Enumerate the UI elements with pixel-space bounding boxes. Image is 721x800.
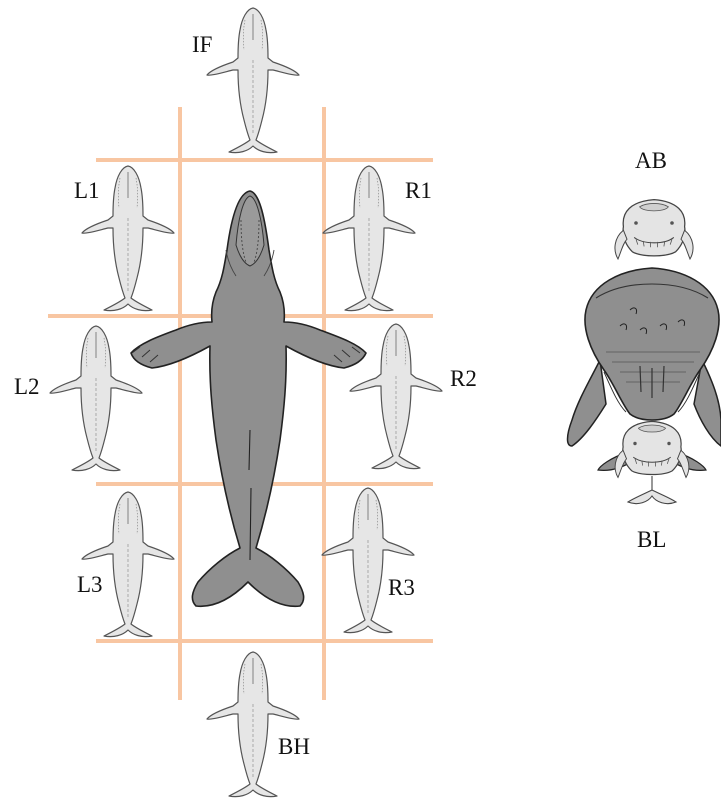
humpback-calf-front-view-icon [614, 420, 690, 505]
label-l3: L3 [77, 572, 103, 597]
humpback-calf-dorsal-icon [321, 487, 415, 634]
label-l2: L2 [14, 374, 40, 399]
humpback-calf-dorsal-icon [322, 165, 416, 312]
humpback-calf-dorsal-icon [81, 491, 175, 638]
label-ab: AB [635, 148, 667, 173]
humpback-calf-dorsal-icon [49, 325, 143, 472]
humpback-calf-front-view-icon [614, 198, 694, 260]
humpback-calf-dorsal-icon [349, 323, 443, 470]
label-r3: R3 [388, 575, 415, 600]
humpback-calf-dorsal-icon [206, 651, 300, 798]
label-bh: BH [278, 734, 310, 759]
label-r1: R1 [405, 178, 432, 203]
label-r2: R2 [450, 366, 477, 391]
humpback-calf-dorsal-icon [206, 7, 300, 154]
label-if: IF [192, 32, 212, 57]
label-l1: L1 [74, 178, 100, 203]
humpback-whale-dorsal-icon [130, 190, 367, 607]
label-bl: BL [637, 527, 666, 552]
